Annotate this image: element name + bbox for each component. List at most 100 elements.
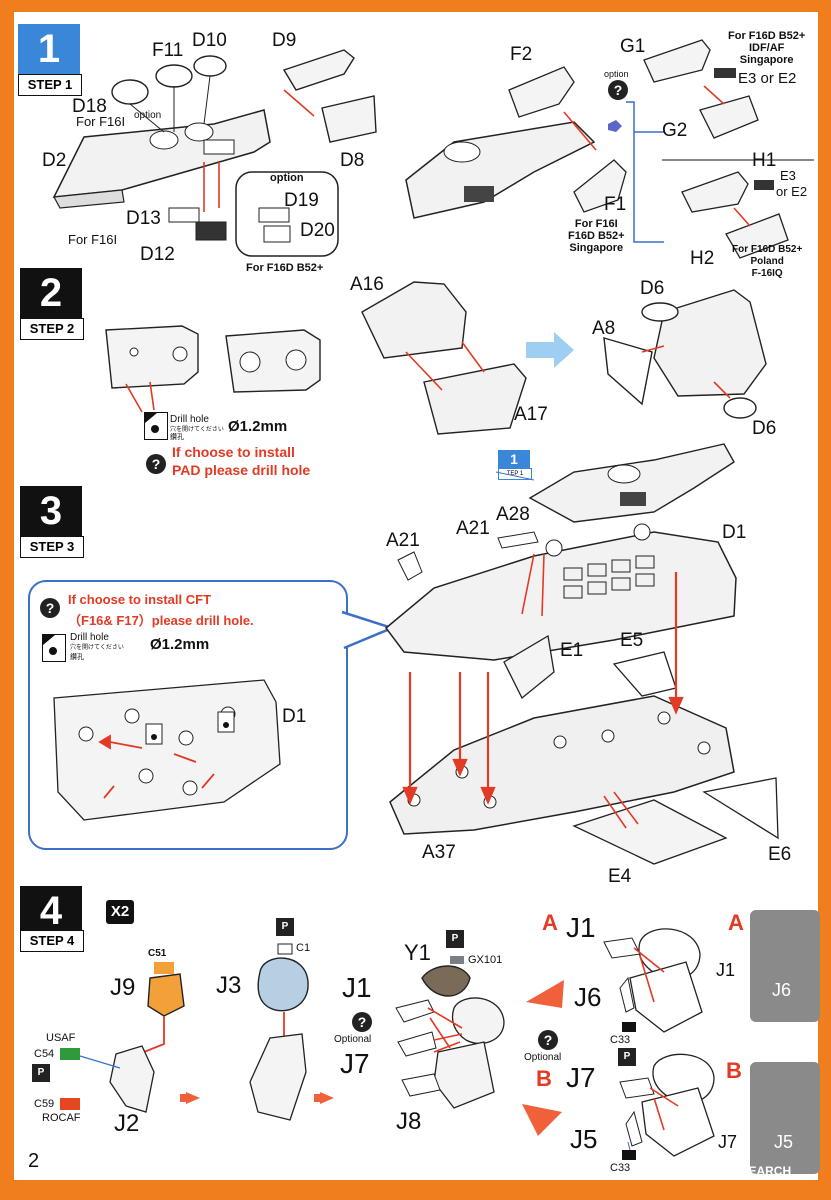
question-icon: ? [538,1030,558,1050]
drill-hole-label: Drill hole [170,414,209,425]
option2-label: option [270,172,304,184]
gx101-label: GX101 [468,954,503,966]
part-or-e2-b: or E2 [776,184,808,199]
note-h2: For F16D B52+ Poland F-16IQ [732,244,803,279]
photo-variant-b [750,1062,820,1174]
callout-line1: If choose to install CFT [68,592,212,607]
drill-icon [144,412,168,440]
variant-a-photo-label: A [728,910,744,935]
mini-step-label: TEP 1 [498,468,532,480]
part-a28: A28 [496,504,530,525]
step1-label: STEP 1 [18,74,82,96]
part-a21-top: A21 [386,530,420,551]
part-h1: H1 [752,150,777,171]
part-e5: E5 [620,630,644,651]
step1-number: 1 [18,24,80,74]
drill-jp: 穴を開けてください [170,427,224,433]
note-for-f16i-b: For F16I [68,232,118,247]
option3-label: option [604,69,629,79]
part-j3: J3 [216,972,242,999]
question-icon: ? [146,454,166,474]
instruction-page: 1 STEP 1 [14,12,820,1180]
part-a21-mid: A21 [456,518,490,539]
part-j7-mid: J7 [340,1048,370,1079]
step4-drawing [79,928,715,1160]
option-label: option [134,110,162,121]
part-e3-or-e2-a: E3 or E2 [738,70,797,87]
usaf-label: USAF [46,1032,76,1044]
photo-j7: J7 [718,1132,738,1152]
c59-label: C59 [34,1098,55,1110]
part-d2: D2 [42,150,67,171]
part-d1: D1 [722,522,747,543]
part-e3-b: E3 [780,168,796,183]
part-a8: A8 [592,318,616,339]
callout-line2: （F16& F17）please drill hole. [68,613,254,628]
c33-a-label: C33 [610,1034,631,1046]
part-d6-top: D6 [640,278,665,299]
rocaf-swatch [60,1098,80,1110]
part-j5: J5 [570,1124,598,1154]
usaf-swatch [60,1048,80,1060]
part-j8: J8 [396,1108,422,1135]
step2-label: STEP 2 [20,318,84,340]
paint-icon: P [32,1064,50,1082]
drill-jp: 穴を開けてください [70,645,124,651]
c1-label: C1 [296,942,311,954]
part-a37: A37 [422,842,456,863]
part-d12: D12 [140,244,175,265]
part-d13: D13 [126,208,161,229]
note-for-f16d-b52: For F16D B52+ [246,262,324,274]
part-d20: D20 [300,220,335,241]
step3-drawing [53,443,779,865]
paint-icon: P [618,1048,636,1066]
drill-cn: 鑽孔 [70,654,84,661]
part-e6: E6 [768,844,792,865]
c54-label: C54 [34,1048,55,1060]
variant-a-label: A [542,910,558,935]
part-e4: E4 [608,866,632,887]
page-number: 2 [28,1150,40,1172]
part-a17: A17 [514,404,548,425]
part-j7-b: J7 [566,1062,596,1093]
step2-drawing [105,281,767,435]
question-icon: ? [352,1012,372,1032]
note-f1: For F16I F16D B52+ Singapore [568,218,625,254]
photo-variant-a [750,910,820,1022]
paint-icon: P [276,918,294,936]
part-d6-bottom: D6 [752,418,777,439]
c51-swatch [154,962,174,974]
question-icon: ? [40,598,60,618]
step4-number: 4 [20,886,82,936]
drill-icon [42,634,66,662]
drill-size: Ø1.2mm [150,636,210,653]
step2-number: 2 [20,268,82,318]
part-h2: H2 [690,248,715,269]
drill-size: Ø1.2mm [228,418,288,435]
part-a16: A16 [350,274,384,295]
part-f11: F11 [152,40,184,61]
part-d10: D10 [192,30,227,51]
variant-b-photo-label: B [726,1058,742,1083]
mini-step-number: 1 [498,450,530,468]
c51-label: C51 [148,948,167,959]
part-f1: F1 [604,194,627,215]
part-y1: Y1 [404,940,431,965]
photo-j5: J5 [774,1132,794,1152]
part-j1-mid: J1 [342,972,372,1003]
watermark: HOBBY SEARCH [694,1164,792,1178]
photo-j1: J1 [716,960,736,980]
variant-b-label: B [536,1066,552,1091]
part-j2: J2 [114,1110,140,1137]
part-f2: F2 [510,44,533,65]
part-j6: J6 [574,982,602,1012]
drill-cn: 鑽孔 [170,434,184,441]
note-g1: For F16D B52+ IDF/AF Singapore [728,30,806,66]
part-g2: G2 [662,120,688,141]
part-d8: D8 [340,150,365,171]
paint-icon: P [446,930,464,948]
note-for-f16i-a: For F16I [76,114,126,129]
drill-hole-label: Drill hole [70,632,109,643]
step2-instruction-line2: PAD please drill hole [172,462,311,478]
multiplier-badge: X2 [106,900,134,924]
